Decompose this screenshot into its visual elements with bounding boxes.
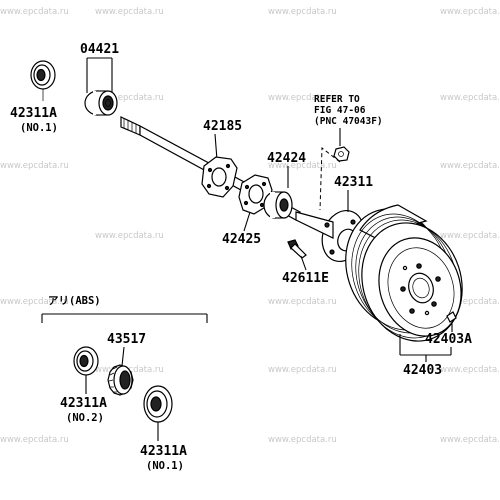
watermark: www.epcdata.ru (440, 7, 500, 17)
watermark: www.epcdata.ru (440, 93, 500, 103)
watermark: www.epcdata.ru (268, 435, 337, 445)
watermark: www.epcdata.ru (440, 435, 500, 445)
abs-sensor-rotor (107, 364, 134, 396)
retainer-plate-42185 (201, 156, 238, 198)
leader-42403 (399, 334, 452, 362)
watermark: www.epcdata.ru (440, 297, 500, 307)
watermark: www.epcdata.ru (95, 231, 164, 241)
part-label-04421: 04421 (80, 42, 119, 57)
refer-note-line-2: FIG 47-06 (314, 105, 366, 116)
watermark: www.epcdata.ru (268, 297, 337, 307)
leader-42425 (243, 211, 251, 232)
watermark: www.epcdata.ru (440, 231, 500, 241)
oil-seal-no2 (73, 346, 99, 376)
part-label-42311a: 42311A (60, 396, 107, 411)
watermark: www.epcdata.ru (268, 7, 337, 17)
leader-42611e (300, 255, 307, 271)
leader-43517 (121, 346, 125, 367)
watermark: www.epcdata.ru (440, 365, 500, 375)
part-label-42403a: 42403A (425, 332, 472, 347)
oil-seal-top (30, 60, 56, 101)
part-label-42311: 42311 (334, 175, 373, 190)
part-label-note: (NO.2) (66, 412, 104, 424)
part-label-42311a: 42311A (140, 444, 187, 459)
bearing-retainer-42424 (263, 191, 293, 219)
dashed-bolt-path (319, 147, 341, 211)
oil-seal-no1-bottom (143, 385, 173, 423)
part-label-42185: 42185 (203, 119, 242, 134)
watermark: www.epcdata.ru (268, 93, 337, 103)
refer-note-line-1: REFER TO (314, 94, 360, 105)
refer-note-line-3: (PNC 47043F) (314, 116, 383, 127)
watermark: www.epcdata.ru (268, 161, 337, 171)
hub-bolt-42611e (287, 239, 307, 259)
brake-drum (345, 204, 463, 342)
part-label-42311a: 42311A (10, 106, 57, 121)
part-label-42425: 42425 (222, 232, 261, 247)
part-label-42611e: 42611E (282, 271, 329, 286)
leader-04421 (86, 57, 113, 93)
watermark: www.epcdata.ru (0, 161, 69, 171)
part-label-note: (NO.1) (20, 122, 58, 134)
leader-42185 (214, 133, 218, 161)
hex-nut (333, 146, 350, 162)
part-label-43517: 43517 (107, 332, 146, 347)
hole-plug-42403a (446, 311, 457, 323)
watermark: www.epcdata.ru (0, 7, 69, 17)
watermark: www.epcdata.ru (268, 365, 337, 375)
part-label-42424: 42424 (267, 151, 306, 166)
watermark: www.epcdata.ru (0, 435, 69, 445)
watermark: www.epcdata.ru (0, 297, 69, 307)
abs-group-label: アリ(ABS) (48, 295, 101, 307)
part-label-note: (NO.1) (146, 460, 184, 472)
abs-group-bracket (41, 313, 208, 323)
watermark: www.epcdata.ru (95, 7, 164, 17)
bearing-04421 (84, 90, 118, 116)
part-label-42403: 42403 (403, 363, 442, 378)
watermark: www.epcdata.ru (95, 93, 164, 103)
watermark: www.epcdata.ru (440, 161, 500, 171)
